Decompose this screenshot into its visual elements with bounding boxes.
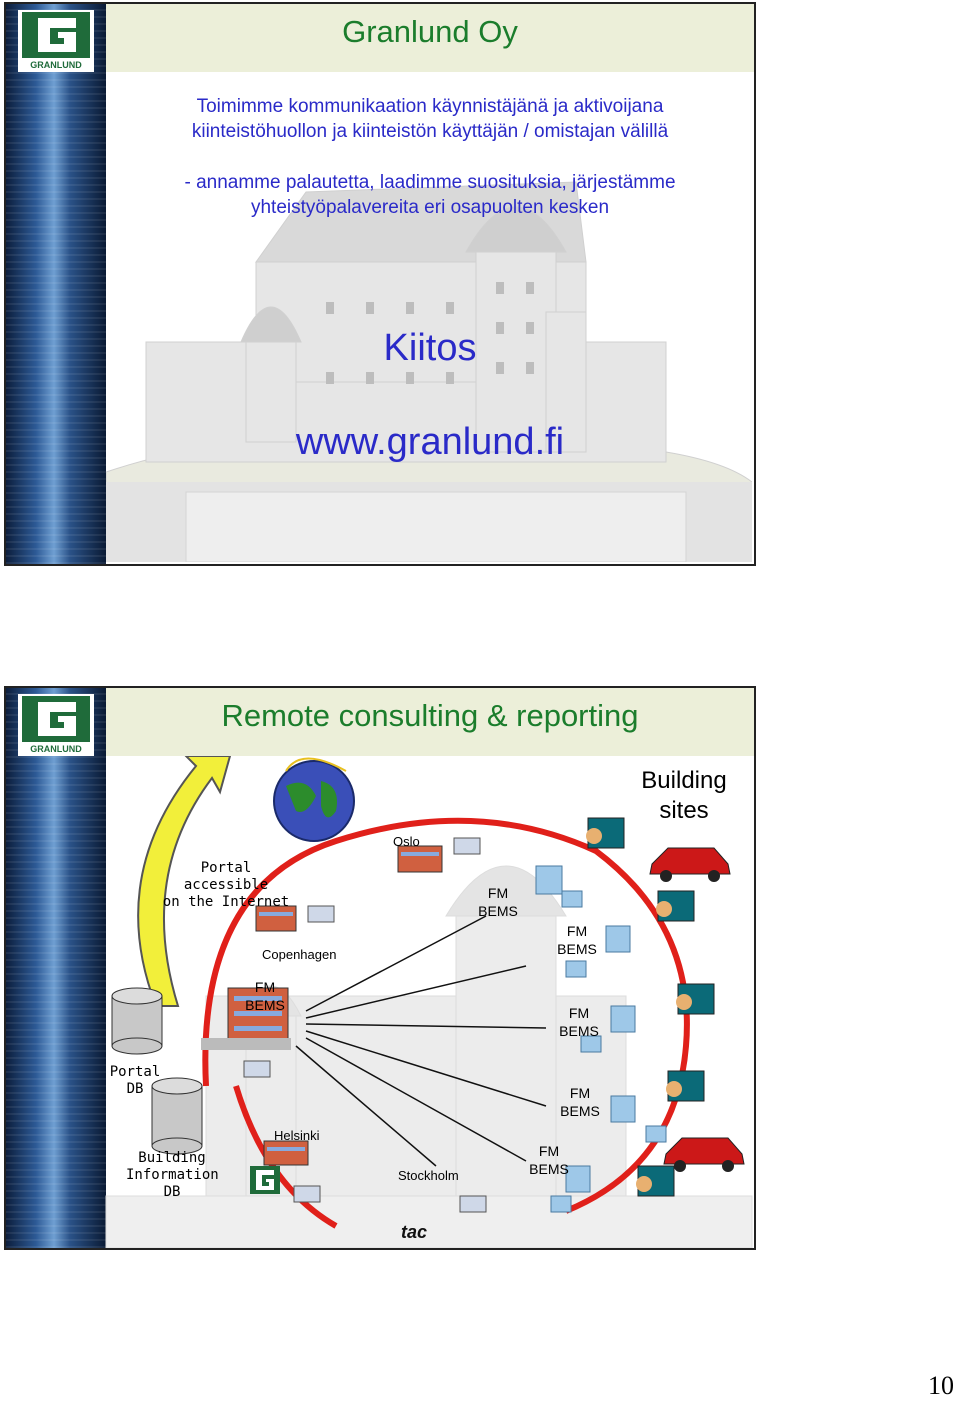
- laptop-icons: [243, 837, 487, 1213]
- fm-text: FM: [568, 1005, 590, 1021]
- hub-arrows: [295, 915, 547, 1167]
- intro-line-2: kiinteistöhuollon ja kiinteistön käyttäj…: [191, 121, 669, 142]
- intro-line-1: Toimimme kommunikaation käynnistäjänä ja…: [196, 96, 664, 117]
- skyscraper-image: [6, 688, 106, 1248]
- granlund-logo: GRANLUND: [18, 694, 94, 756]
- copenhagen-label: Copenhagen: [262, 947, 337, 962]
- portal-db-icon: [111, 987, 163, 1055]
- fm-text: FM: [538, 1143, 560, 1159]
- castle-image: [106, 72, 752, 562]
- site-building-icons: [535, 865, 667, 1213]
- building-sites-label: Building sites: [634, 766, 734, 826]
- title-bar: [106, 4, 754, 72]
- bems-text: BEMS: [560, 1103, 600, 1119]
- portal-db-line-2: DB: [126, 1081, 144, 1097]
- tac-logo: tac: [401, 1222, 427, 1242]
- bems-text: BEMS: [559, 1023, 599, 1039]
- portal-db-line-1: Portal: [109, 1064, 161, 1080]
- website-link[interactable]: www.granlund.fi: [295, 421, 565, 463]
- fm-text: FM: [569, 1085, 591, 1101]
- bems-text: BEMS: [557, 941, 597, 957]
- logo-text: GRANLUND: [30, 60, 82, 70]
- building-information-db-icon: [151, 1077, 203, 1155]
- bems-text: BEMS: [478, 903, 518, 919]
- network-diagram: tac: [105, 756, 753, 1248]
- bullet-line-1: - annamme palautetta, laadimme suosituks…: [184, 172, 676, 193]
- fm-bems-label-stockholm: FM BEMS: [526, 1142, 572, 1178]
- fm-text: FM: [487, 885, 509, 901]
- building-sites-line-1: Building: [641, 767, 727, 794]
- granlund-logo: GRANLUND: [18, 10, 94, 72]
- fm-bems-label-hub: FM BEMS: [242, 978, 288, 1014]
- stockholm-label: Stockholm: [398, 1168, 459, 1183]
- copenhagen-building-icon: [255, 905, 297, 932]
- fm-bems-hub-building-icon: [201, 987, 291, 1050]
- page-number: 10: [928, 1371, 954, 1400]
- oslo-building-icon: [397, 845, 443, 873]
- slide-title: Remote consulting & reporting: [221, 698, 639, 733]
- helsinki-label: Helsinki: [274, 1128, 320, 1143]
- bullet-line-2: yhteistyöpalavereita eri osapuolten kesk…: [250, 197, 610, 218]
- fm-bems-label-oslo: FM BEMS: [476, 884, 520, 920]
- fm-bems-label-site-2: FM BEMS: [556, 1004, 602, 1040]
- building-info-line-2: Information: [126, 1167, 219, 1183]
- bullet-text: - annamme palautetta, laadimme suosituks…: [106, 170, 754, 220]
- bems-text: BEMS: [529, 1161, 569, 1177]
- intro-text: Toimimme kommunikaation käynnistäjänä ja…: [106, 94, 754, 144]
- fm-text: FM: [254, 979, 276, 995]
- portal-accessible-line-2: on the Internet: [162, 894, 290, 910]
- satellite-link: [285, 757, 347, 772]
- fm-bems-label-site-3: FM BEMS: [557, 1084, 603, 1120]
- bems-text: BEMS: [245, 997, 285, 1013]
- title-bar: [106, 688, 754, 756]
- slide-granlund-oy: GRANLUND Granlund Oy Toim: [4, 2, 756, 566]
- portal-accessible-label: Portal accessible on the Internet: [156, 860, 296, 911]
- building-sites-line-2: sites: [659, 797, 709, 824]
- oslo-label: Oslo: [393, 834, 420, 849]
- site-user-icons: [586, 817, 715, 1197]
- building-information-db-label: Building Information DB: [126, 1150, 219, 1201]
- helsinki-building-icon: [263, 1140, 309, 1166]
- portal-accessible-line-1: Portal accessible: [183, 860, 269, 893]
- globe-icon: [273, 760, 355, 842]
- fm-text: FM: [566, 923, 588, 939]
- granlund-small-logo: [250, 1166, 280, 1194]
- service-car-icons: [649, 847, 745, 1172]
- building-info-line-3: DB: [163, 1184, 181, 1200]
- internet-access-arrow: [137, 756, 232, 1007]
- thanks-text: Kiitos: [383, 327, 477, 369]
- portal-db-label: Portal DB: [106, 1064, 164, 1098]
- building-info-line-1: Building: [138, 1150, 206, 1166]
- slide-remote-consulting: GRANLUND Remote consulting & reporting: [4, 686, 756, 1250]
- skyscraper-image: [6, 4, 106, 564]
- slide-title: Granlund Oy: [342, 14, 518, 49]
- logo-text: GRANLUND: [30, 744, 82, 754]
- fm-bems-label-site-1: FM BEMS: [554, 922, 600, 958]
